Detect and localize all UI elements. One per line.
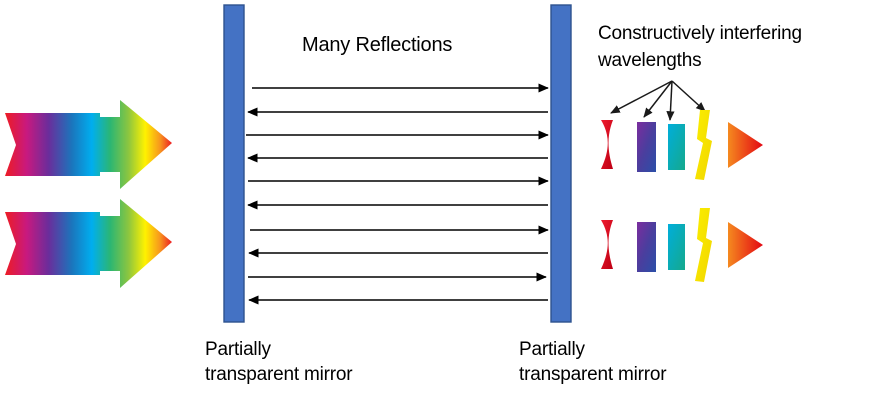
label-constructively-interfering-wavelengths: Constructively interfering wavelengths [598, 23, 802, 71]
wavelength-bar-yellow [695, 110, 712, 180]
left-mirror [223, 4, 245, 323]
pointer-arrow-red [610, 80, 673, 114]
output-wavelengths-top [601, 110, 763, 180]
output-arrow [728, 222, 763, 268]
output-wavelengths-bottom [601, 208, 763, 282]
wavelength-bar-purple [637, 222, 656, 272]
pointer-arrow-purple [643, 80, 673, 118]
right-mirror [550, 4, 572, 323]
label-partially-transparent-mirror-right: Partially transparent mirror [519, 339, 667, 385]
output-arrow [728, 122, 763, 168]
wavelength-bar-purple [637, 122, 656, 172]
label-many-reflections: Many Reflections [302, 34, 453, 56]
wavelength-bar-red [601, 220, 613, 269]
pointer-arrow-cyan [666, 80, 675, 121]
input-beam-top [5, 100, 172, 189]
pointer-arrow-yellow [671, 80, 706, 112]
wavelength-bar-cyan [668, 124, 685, 170]
reflection-arrows [246, 83, 549, 305]
wavelength-bar-cyan [668, 224, 685, 270]
wavelength-bar-red [601, 120, 613, 169]
input-beam-bottom [5, 199, 172, 288]
wavelength-bar-yellow [695, 208, 712, 282]
pointer-arrows [610, 80, 706, 121]
label-partially-transparent-mirror-left: Partially transparent mirror [205, 339, 353, 385]
